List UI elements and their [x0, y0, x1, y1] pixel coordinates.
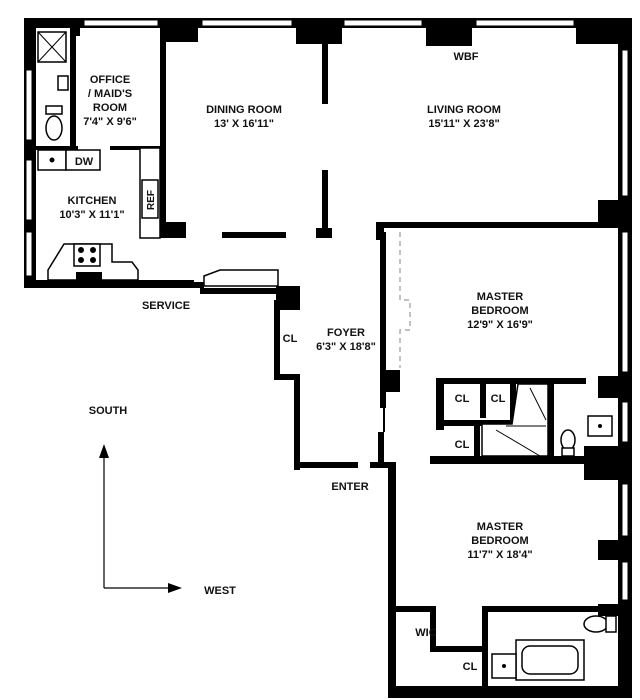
arrow-right-icon — [168, 583, 182, 593]
closet-label-4: CL — [463, 661, 478, 673]
room-master-bedroom-1: MASTER BEDROOM 12'9" X 16'9" — [467, 291, 533, 331]
closet-label-1: CL — [455, 393, 470, 405]
stair-fixture — [481, 383, 549, 457]
room-dining: DINING ROOM 13' X 16'11" — [206, 104, 282, 130]
office-dims: 7'4" X 9'6" — [83, 116, 137, 128]
door-swings — [383, 232, 411, 432]
foyer-name: FOYER — [327, 327, 365, 339]
kitchen-name: KITCHEN — [68, 195, 117, 207]
living-dims: 15'11" X 23'8" — [428, 118, 499, 130]
master2-dims: 11'7" X 18'4" — [467, 549, 532, 561]
windows — [25, 19, 629, 601]
compass: SOUTH WEST — [89, 405, 236, 597]
office-name-line3: ROOM — [93, 102, 127, 114]
service-counter — [203, 269, 279, 287]
room-master-bedroom-2: MASTER BEDROOM 11'7" X 18'4" — [467, 521, 532, 561]
bath2-fixtures — [491, 615, 617, 681]
dishwasher — [65, 149, 101, 171]
enter-label: ENTER — [331, 481, 368, 493]
closet-label-3: CL — [455, 439, 470, 451]
kitchen-dims: 10'3" X 11'1" — [59, 209, 124, 221]
living-name: LIVING ROOM — [427, 104, 501, 116]
wic-label: WIC — [415, 627, 436, 639]
room-foyer: FOYER 6'3" X 18'8" — [316, 327, 376, 353]
shower-fixture — [37, 31, 69, 91]
dishwasher-label: DW — [75, 156, 94, 168]
compass-south-label: SOUTH — [89, 405, 128, 417]
room-office: OFFICE / MAID'S ROOM 7'4" X 9'6" — [83, 74, 137, 128]
toilet-fixture — [45, 105, 63, 141]
refrigerator-label: REF — [146, 190, 157, 210]
service-label: SERVICE — [142, 300, 190, 312]
master1-dims: 12'9" X 16'9" — [467, 319, 533, 331]
office-name-line1: OFFICE — [90, 74, 130, 86]
stove-fixture — [47, 243, 139, 282]
foyer-dims: 6'3" X 18'8" — [316, 341, 376, 353]
bath1-fixtures — [560, 415, 613, 457]
office-name-line2: / MAID'S — [88, 88, 132, 100]
room-kitchen: KITCHEN 10'3" X 11'1" — [59, 195, 124, 221]
master1-name-line2: BEDROOM — [471, 305, 528, 317]
wbf-label: WBF — [453, 51, 478, 63]
closet-label-2: CL — [491, 393, 506, 405]
master2-name-line2: BEDROOM — [471, 535, 528, 547]
master1-name-line1: MASTER — [477, 291, 524, 303]
dining-dims: 13' X 16'11" — [214, 118, 274, 130]
master2-name-line1: MASTER — [477, 521, 524, 533]
arrow-up-icon — [99, 444, 109, 458]
sink-fixture — [37, 149, 67, 171]
dining-name: DINING ROOM — [206, 104, 282, 116]
room-living: LIVING ROOM 15'11" X 23'8" — [427, 104, 501, 130]
compass-west-label: WEST — [204, 585, 236, 597]
closet-label-foyer: CL — [283, 333, 298, 345]
interior-walls — [36, 28, 618, 696]
